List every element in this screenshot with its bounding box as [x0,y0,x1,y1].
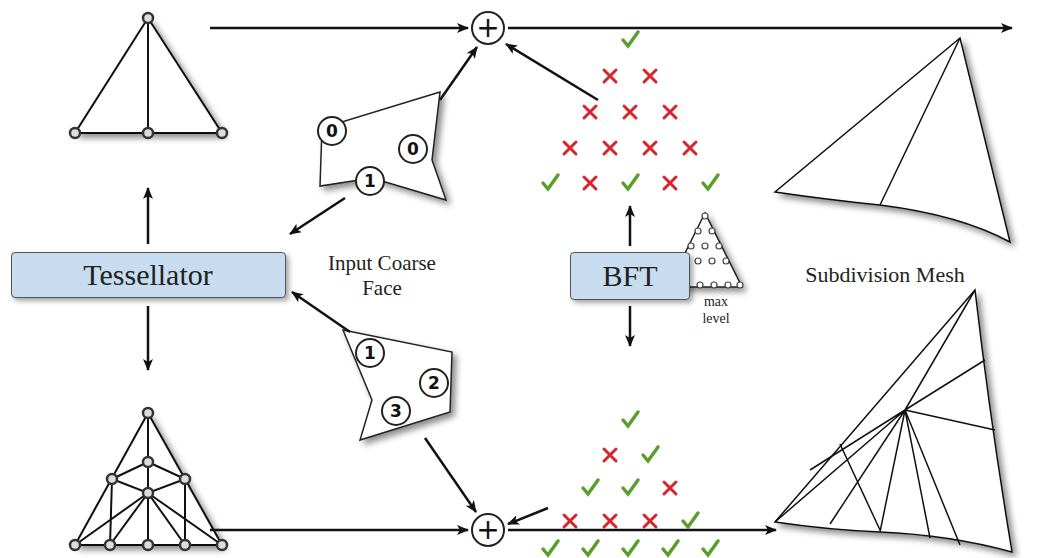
cross-mark [644,70,656,82]
node-text: 2 [428,373,440,393]
node-text: BFT [602,259,657,293]
callout-number: 3 [381,396,411,426]
check-mark [663,541,678,555]
process-box: BFT [570,252,690,300]
bft-marks [543,32,718,555]
parameter-label: max level [692,294,740,328]
cross-mark [664,177,676,189]
node-text: 1 [364,343,376,363]
cross-mark [624,106,636,118]
cross-mark [564,515,576,527]
node-text: Tessellator [83,258,213,292]
check-mark [543,175,558,189]
node-text: + [476,516,499,544]
node-text: + [476,14,499,42]
caption-label: Subdivision Mesh [775,262,995,288]
callout-number: 0 [398,134,428,164]
cross-mark [644,142,656,154]
coarse-tessellation [70,13,227,138]
cross-mark [564,142,576,154]
node-text: 0 [407,139,419,159]
check-mark [623,541,638,555]
cross-mark [644,515,656,527]
cross-mark [684,142,696,154]
callout-number: 0 [317,116,347,146]
check-mark [703,541,718,555]
check-mark [583,480,598,494]
check-mark [683,513,698,527]
node-text: 3 [390,401,402,421]
check-mark [543,541,558,555]
cross-mark [604,449,616,461]
coarse-face [320,92,446,200]
check-mark [623,32,638,46]
coarse-face [343,330,452,440]
cross-mark [604,142,616,154]
check-mark [623,175,638,189]
check-mark [703,175,718,189]
sum-circle: + [471,513,505,547]
caption-label: Input Coarse Face [312,251,452,301]
node-text: 0 [326,121,338,141]
callout-number: 2 [419,368,449,398]
cross-mark [604,515,616,527]
check-mark [643,447,658,461]
check-mark [623,480,638,494]
cross-mark [584,177,596,189]
cross-mark [664,106,676,118]
callout-number: 1 [355,166,385,196]
cross-mark [584,106,596,118]
cross-mark [664,482,676,494]
process-box: Tessellator [11,252,286,298]
fine-tessellation [70,408,227,550]
check-mark [583,541,598,555]
node-text: 1 [364,171,376,191]
callout-number: 1 [355,338,385,368]
check-mark [623,412,638,426]
subdivision-mesh [775,38,1012,552]
sum-circle: + [471,11,505,45]
cross-mark [604,70,616,82]
